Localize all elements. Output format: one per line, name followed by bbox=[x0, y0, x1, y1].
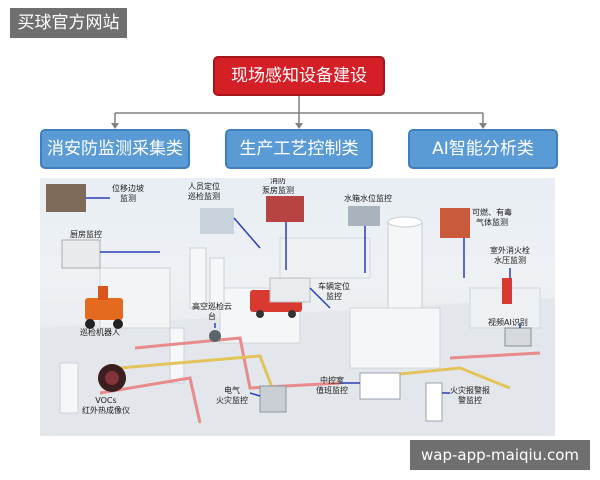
thumb-pump-room bbox=[266, 196, 304, 222]
label-water-tank-level: 水箱水位监控 bbox=[344, 194, 392, 203]
category-process-control: 生产工艺控制类 bbox=[225, 129, 373, 169]
thumb-water-tank bbox=[348, 206, 380, 226]
plant-equipment-drawing bbox=[40, 184, 555, 436]
thumb-vehicle bbox=[269, 277, 311, 303]
label-fire-alarm-monitor: 火灾报警报 警监控 bbox=[450, 386, 490, 405]
storage-tank-large bbox=[387, 221, 423, 309]
label-displacement-slope: 位移边坡 监测 bbox=[112, 184, 144, 203]
tree-connector-lines bbox=[111, 96, 487, 129]
control-panel-1 bbox=[359, 372, 401, 400]
electrical-cabinet bbox=[259, 385, 287, 413]
category-fire-security-monitoring: 消安防监测采集类 bbox=[40, 129, 190, 169]
arrow-to-cat-1 bbox=[111, 123, 119, 129]
label-control-room-watch: 中控室 值班监控 bbox=[316, 376, 348, 395]
label-vehicle-position: 车辆定位 监控 bbox=[318, 282, 350, 301]
label-kitchen-monitor: 厨房监控 bbox=[70, 230, 102, 239]
callout-vehicle bbox=[309, 287, 331, 309]
pipe-red-3 bbox=[449, 351, 541, 360]
callout-personnel bbox=[233, 217, 261, 249]
pipe-red-2 bbox=[99, 376, 202, 424]
building-right bbox=[349, 307, 441, 369]
plant-scene-illustration: 位移边坡 监测 人员定位 巡检监测 消防 泵房监测 水箱水位监控 可燃、有毒 气… bbox=[40, 178, 555, 436]
tank-small-4 bbox=[59, 362, 79, 414]
category-ai-analysis: AI智能分析类 bbox=[408, 129, 558, 169]
label-electrical-fire: 电气 火灾监控 bbox=[216, 386, 248, 405]
tank-small-3 bbox=[169, 327, 185, 384]
building-back bbox=[279, 237, 371, 279]
outdoor-hydrant bbox=[502, 278, 512, 304]
fire-alarm-panel bbox=[425, 382, 443, 422]
arrow-to-cat-2 bbox=[295, 123, 303, 129]
label-personnel-position: 人员定位 巡检监测 bbox=[188, 182, 220, 201]
arrow-to-cat-3 bbox=[479, 123, 487, 129]
watermark-domain: wap-app-maiqiu.com bbox=[410, 440, 590, 470]
root-node-site-sensing: 现场感知设备建设 bbox=[213, 56, 385, 96]
thumb-kitchen bbox=[61, 239, 101, 269]
patrol-camera bbox=[209, 330, 221, 342]
label-video-ai-recognition: 视频AI识别 bbox=[488, 318, 528, 327]
tank-small-1 bbox=[189, 247, 207, 309]
label-outdoor-hydrant-pressure: 室外消火栓 水压监测 bbox=[490, 246, 530, 265]
pipe-red bbox=[134, 336, 341, 390]
label-patrol-robot: 巡检机器人 bbox=[80, 328, 120, 337]
thumb-personnel bbox=[200, 208, 234, 234]
tank-small-2 bbox=[209, 257, 225, 309]
patrol-robot-body bbox=[85, 298, 123, 320]
thumb-gas bbox=[440, 208, 470, 238]
label-fire-pump-room: 消防 泵房监测 bbox=[262, 178, 294, 195]
label-vocs-infrared: VOCs 红外热成像仪 bbox=[82, 396, 130, 415]
site-name-tag: 买球官方网站 bbox=[10, 8, 127, 38]
callout-electrical bbox=[249, 392, 261, 397]
video-ai-device bbox=[504, 327, 532, 347]
thumb-slope bbox=[46, 184, 86, 212]
label-combustible-toxic-gas: 可燃、有毒 气体监测 bbox=[472, 208, 512, 227]
label-high-altitude-patrol: 高空巡检云 台 bbox=[192, 302, 232, 321]
